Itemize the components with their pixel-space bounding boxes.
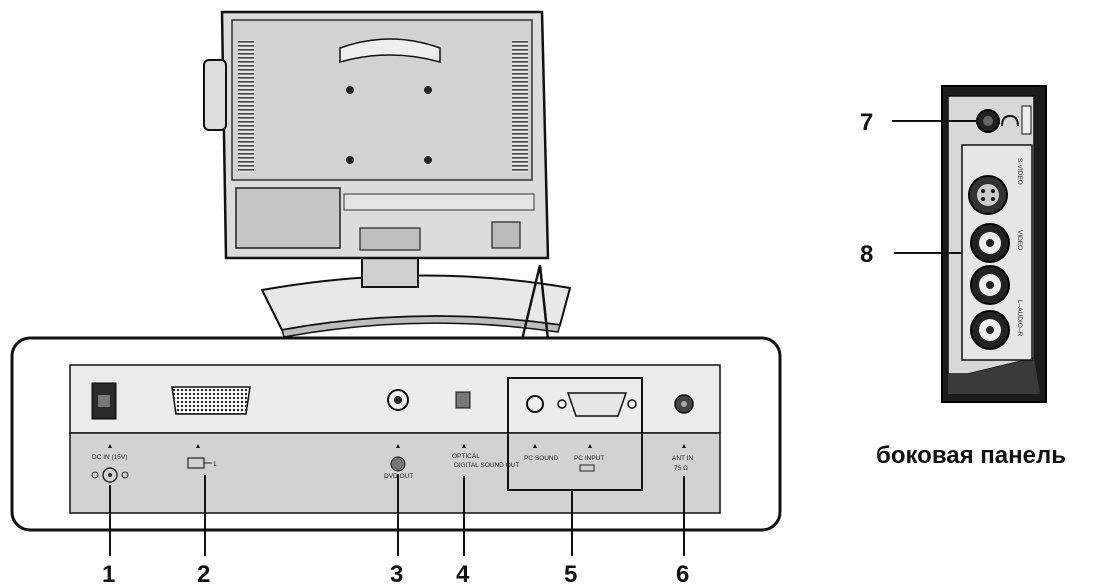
ant-in-label: ANT IN bbox=[672, 455, 693, 462]
callout-5: 5 bbox=[564, 561, 577, 584]
pc-input-label: PC INPUT bbox=[574, 455, 604, 462]
callout-8: 8 bbox=[860, 241, 873, 268]
audio-label: L–AUDIO–R bbox=[1016, 300, 1023, 336]
ant-impedance-label: 75 Ω bbox=[674, 465, 688, 472]
video-label: VIDEO bbox=[1016, 230, 1023, 250]
scart-label: 1 bbox=[213, 461, 217, 468]
panel-lower-strip bbox=[69, 432, 721, 514]
callout-6: 6 bbox=[676, 561, 689, 584]
monitor-rear bbox=[203, 10, 572, 338]
callout-3: 3 bbox=[390, 561, 403, 584]
zoom-leader bbox=[520, 264, 550, 341]
dvd-out-lower-jack bbox=[390, 456, 406, 472]
audio-left-jack bbox=[970, 265, 1010, 305]
callout-4: 4 bbox=[456, 561, 470, 584]
audio-right-jack bbox=[970, 310, 1010, 350]
pc-input-port bbox=[566, 392, 628, 417]
callout-7: 7 bbox=[860, 109, 873, 136]
optical-label: OPTICAL bbox=[452, 453, 480, 460]
optical-port bbox=[455, 391, 471, 409]
s-video-label: S-VIDEO bbox=[1016, 158, 1023, 185]
callout-2: 2 bbox=[197, 561, 210, 584]
callout-1: 1 bbox=[102, 561, 115, 584]
bottom-leaders bbox=[109, 474, 685, 556]
pc-sound-jack bbox=[526, 395, 544, 413]
dc-in-symbol-icon bbox=[91, 467, 129, 483]
video-jack bbox=[970, 223, 1010, 263]
side-panel-caption: боковая панель bbox=[876, 442, 1066, 469]
vent-left bbox=[238, 40, 254, 172]
pc-input-symbol-icon bbox=[579, 464, 595, 472]
dc-in-label: DC IN (15V) bbox=[92, 454, 127, 461]
scart-symbol-icon bbox=[187, 457, 212, 469]
pc-sound-label: PC SOUND bbox=[524, 455, 559, 462]
headphone-icon bbox=[1001, 114, 1019, 127]
scart-port bbox=[171, 386, 251, 415]
digital-sound-out-label: DIGITAL SOUND OUT bbox=[454, 462, 519, 469]
side-panel: S-VIDEO VIDEO L–AUDIO–R bbox=[941, 85, 1047, 403]
connector-panel: DC IN (15V) 1 DVD OUT OPTICAL DIGITAL SO… bbox=[10, 336, 782, 532]
vent-right bbox=[512, 40, 528, 172]
